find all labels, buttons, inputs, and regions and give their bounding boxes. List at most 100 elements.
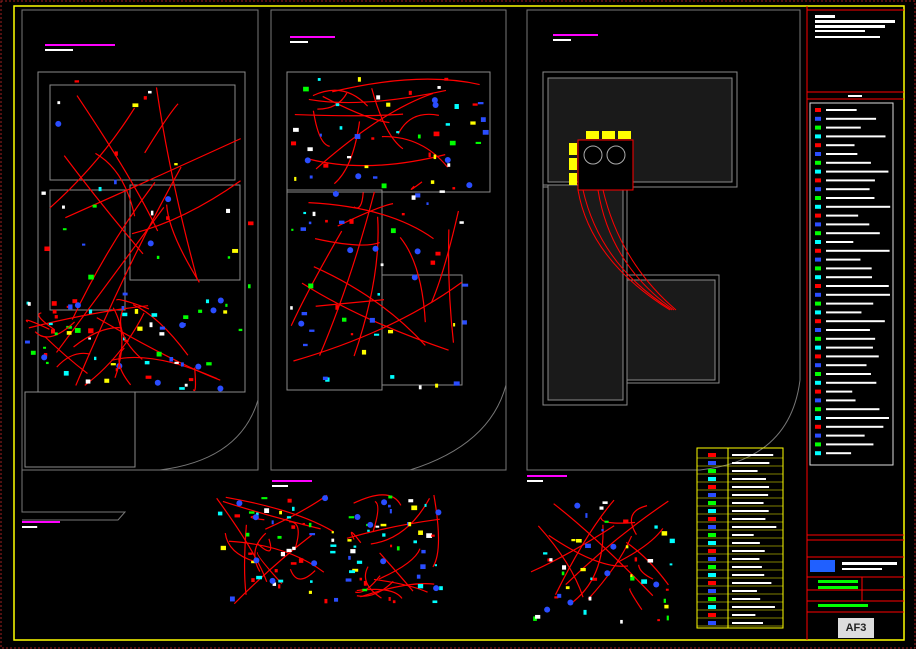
circuit-run xyxy=(301,282,449,351)
device-symbol xyxy=(179,387,185,390)
circuit-run xyxy=(166,204,200,283)
drawing-label-underline xyxy=(22,521,60,523)
drawing-label-underline xyxy=(553,34,598,36)
legend-text xyxy=(826,267,872,270)
device-symbol xyxy=(123,337,126,341)
device-symbol xyxy=(411,505,418,511)
text-line xyxy=(818,580,858,583)
circuit-run xyxy=(225,496,334,533)
device-symbol xyxy=(418,385,422,390)
legend-symbol xyxy=(815,231,821,236)
circuit-run xyxy=(49,107,136,209)
solar-panel xyxy=(586,131,599,139)
device-symbol xyxy=(357,77,361,82)
circuit-run xyxy=(95,152,136,217)
legend-symbol xyxy=(708,541,716,545)
solar-panel xyxy=(602,131,615,139)
device-symbol xyxy=(435,251,441,256)
luminaire-symbol xyxy=(367,521,374,528)
device-symbol xyxy=(362,588,368,592)
device-symbol xyxy=(27,302,31,306)
device-symbol xyxy=(424,503,427,507)
device-symbol xyxy=(220,545,226,551)
device-symbol xyxy=(291,228,294,231)
legend-symbol xyxy=(815,125,821,130)
circuit-run xyxy=(317,92,348,110)
device-symbol xyxy=(43,346,47,349)
device-symbol xyxy=(444,77,449,81)
luminaire-symbol xyxy=(653,581,660,588)
device-symbol xyxy=(63,370,69,376)
device-symbol xyxy=(307,147,313,152)
device-symbol xyxy=(286,516,292,519)
legend-symbol xyxy=(708,597,716,601)
room-block xyxy=(286,189,383,391)
device-symbol xyxy=(206,362,212,366)
device-symbol xyxy=(421,549,426,554)
device-symbol xyxy=(417,583,424,589)
device-symbol xyxy=(205,299,210,304)
device-symbol xyxy=(348,516,355,519)
circuit-run xyxy=(119,308,143,360)
legend-symbol xyxy=(815,284,821,288)
legend-symbol xyxy=(708,469,716,473)
legend-symbol xyxy=(708,613,716,617)
device-symbol xyxy=(301,311,308,316)
device-symbol xyxy=(472,103,478,106)
device-symbol xyxy=(298,558,304,563)
circuit-run xyxy=(360,583,435,598)
circuit-run xyxy=(379,552,414,592)
circuit-run xyxy=(289,568,316,580)
legend-symbol xyxy=(815,416,821,420)
device-symbol xyxy=(359,577,363,581)
circuit-run xyxy=(308,154,446,167)
legend-text xyxy=(826,232,880,235)
circuit-run xyxy=(397,113,440,135)
legend-text xyxy=(732,598,761,600)
circuit-run xyxy=(111,356,218,380)
device-symbol xyxy=(453,323,456,327)
device-symbol xyxy=(223,310,228,314)
legend-symbol xyxy=(815,178,821,183)
device-symbol xyxy=(647,558,654,563)
circuit-run xyxy=(34,321,75,338)
legend-text xyxy=(826,126,861,129)
luminaire-symbol xyxy=(74,302,81,309)
legend-text xyxy=(732,566,762,568)
device-symbol xyxy=(278,579,284,583)
legend-text xyxy=(732,510,769,512)
device-symbol xyxy=(353,545,357,548)
device-symbol xyxy=(88,309,93,315)
legend-list-frame xyxy=(809,102,894,466)
circuit-run xyxy=(155,87,198,279)
device-symbol xyxy=(430,260,436,265)
drawing-label-underline xyxy=(45,44,115,46)
circuit-run xyxy=(353,216,379,357)
af3-logo-text: AF3 xyxy=(846,622,867,634)
device-symbol xyxy=(82,243,86,246)
text-line xyxy=(815,15,835,18)
circuit-run xyxy=(44,336,88,374)
legend-text xyxy=(826,346,873,349)
legend-symbol xyxy=(815,319,821,324)
circuit-run xyxy=(356,580,394,597)
drawing-label-text xyxy=(45,49,73,51)
text-line xyxy=(818,586,858,589)
device-symbol xyxy=(62,228,67,231)
circuit-run xyxy=(372,500,379,533)
device-symbol xyxy=(339,126,343,130)
device-symbol xyxy=(477,102,484,105)
circuit-run xyxy=(84,312,145,386)
device-symbol xyxy=(110,363,116,366)
luminaire-symbol xyxy=(165,196,172,203)
device-symbol xyxy=(401,212,405,216)
circuit-run xyxy=(216,497,268,583)
device-symbol xyxy=(225,303,228,307)
circuit-run xyxy=(638,564,654,580)
device-symbol xyxy=(583,609,587,615)
circuit-run xyxy=(290,230,343,327)
device-symbol xyxy=(324,598,328,604)
device-symbol xyxy=(245,532,250,537)
circuit-run xyxy=(353,192,364,209)
circuit-run xyxy=(254,532,267,572)
